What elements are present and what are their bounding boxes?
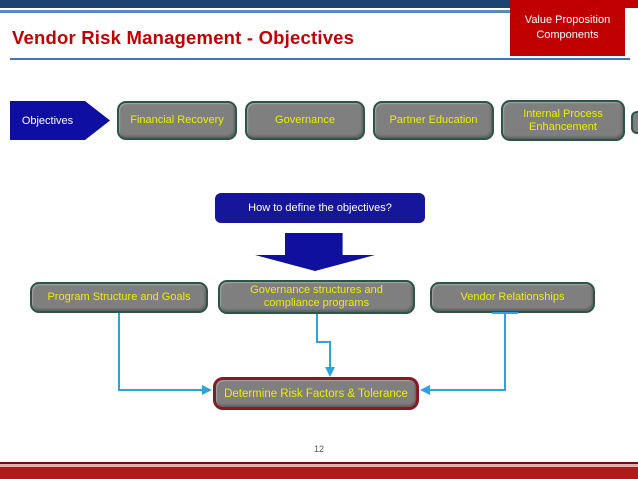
connector-mid-vertical-2	[329, 341, 331, 368]
connector-right-arrowhead-icon	[420, 385, 430, 395]
top-bar-gap	[0, 8, 512, 10]
connector-mid-horizontal	[316, 341, 331, 343]
top-accent-line	[0, 10, 512, 13]
focus-label: Governance structures and compliance pro…	[250, 284, 383, 309]
connector-left-vertical	[118, 313, 120, 391]
focus-box-vendor-relationships: Vendor Relationships	[430, 282, 595, 313]
focus-box-governance-structures: Governance structures and compliance pro…	[218, 280, 415, 314]
component-label: Internal Process Enhancement	[523, 107, 603, 133]
objectives-label: Objectives	[21, 114, 74, 127]
connector-left-arrowhead-icon	[202, 385, 212, 395]
focus-label: Program Structure and Goals	[47, 291, 191, 303]
connector-right-horizontal	[430, 389, 506, 391]
page-number: 12	[313, 444, 324, 454]
title-underline	[10, 58, 630, 60]
component-label: Financial Recovery	[130, 114, 224, 126]
clipped-box-sliver	[631, 111, 638, 134]
focus-box-program-structure: Program Structure and Goals	[30, 282, 208, 313]
component-label: Governance	[275, 114, 335, 126]
component-box-internal-process: Internal Process Enhancement	[501, 100, 625, 141]
connector-mid-arrowhead-icon	[325, 367, 335, 377]
focus-label: Vendor Relationships	[460, 291, 565, 303]
component-box-governance: Governance	[245, 101, 365, 140]
footer-red-bar	[0, 466, 638, 479]
objectives-pentagon: Objectives	[10, 101, 110, 140]
component-label: Partner Education	[389, 114, 478, 126]
footer-thin-line	[0, 462, 638, 464]
connector-left-horizontal	[118, 389, 202, 391]
value-proposition-label: Value Proposition Components	[524, 14, 611, 41]
outcome-label: Determine Risk Factors & Tolerance	[224, 387, 408, 400]
value-proposition-tag: Value Proposition Components	[510, 0, 625, 56]
outcome-box: Determine Risk Factors & Tolerance	[213, 377, 419, 410]
top-navy-bar	[0, 0, 512, 8]
slide-title: Vendor Risk Management - Objectives	[12, 27, 355, 48]
connector-right-vertical	[504, 313, 506, 391]
question-box: How to define the objectives?	[215, 193, 425, 223]
footer-pink-line	[0, 464, 638, 467]
down-block-arrow-icon	[255, 233, 375, 271]
component-box-financial-recovery: Financial Recovery	[117, 101, 237, 140]
corner-red-strip	[623, 0, 638, 8]
question-label: How to define the objectives?	[248, 202, 392, 214]
component-box-partner-education: Partner Education	[373, 101, 494, 140]
connector-mid-vertical-1	[316, 314, 318, 343]
